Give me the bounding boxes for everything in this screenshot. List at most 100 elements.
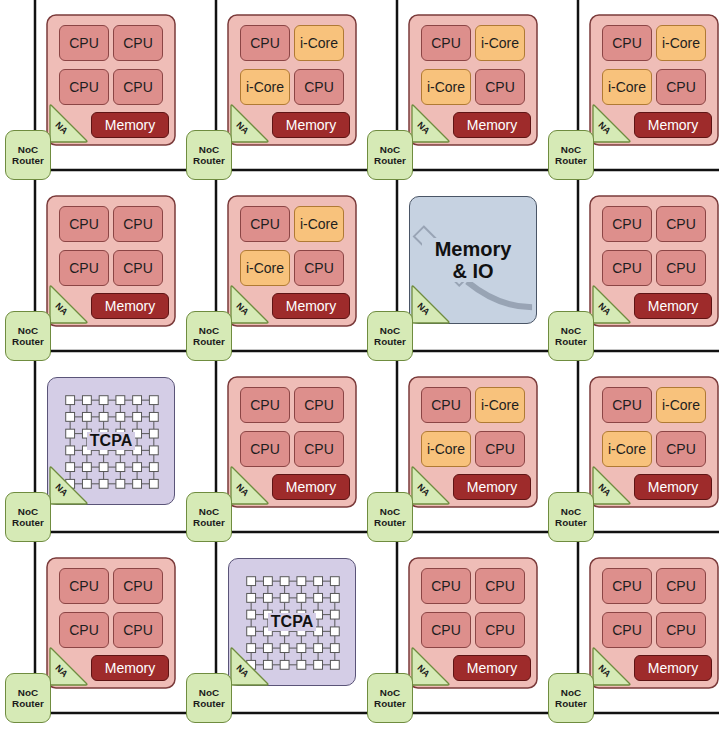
- node-label: CPU: [612, 260, 642, 276]
- wire-stub: [577, 0, 580, 131]
- na-triangle: [230, 103, 270, 143]
- processing-element: [314, 577, 323, 586]
- pe-link: [103, 405, 104, 413]
- processing-element: [314, 660, 323, 669]
- na-triangle: [49, 465, 89, 505]
- node-label: CPU: [485, 578, 515, 594]
- pe-link: [284, 586, 285, 594]
- memory-block: Memory: [91, 655, 169, 681]
- tile-box: [590, 558, 718, 688]
- plug-cable: [467, 282, 532, 308]
- cpu-core: CPU: [421, 387, 471, 423]
- pe-link: [256, 597, 264, 598]
- cpu-core: CPU: [475, 612, 525, 648]
- network-adapter: NA: [411, 465, 451, 505]
- pe-link: [323, 597, 331, 598]
- na-triangle: [411, 646, 451, 686]
- tile-box: [228, 196, 356, 326]
- noc-router: NoC Router: [367, 311, 413, 361]
- noc-router: NoC Router: [5, 673, 51, 723]
- tile-box: [590, 15, 718, 145]
- pe-link: [91, 483, 99, 484]
- wire-stub: [593, 169, 719, 172]
- node-label: CPU: [431, 622, 461, 638]
- node-label: Memory: [286, 479, 337, 495]
- noc-router: NoC Router: [548, 130, 594, 180]
- pe-link: [153, 405, 154, 413]
- cpu-core: CPU: [475, 568, 525, 604]
- na-triangle: [230, 465, 270, 505]
- node-label: TCPA: [268, 613, 316, 631]
- noc-router: NoC Router: [548, 492, 594, 542]
- node-label: Memory: [467, 660, 518, 676]
- pe-link: [103, 421, 104, 429]
- noc-link: [34, 361, 37, 492]
- pe-link: [142, 450, 150, 451]
- cpu-core: CPU: [59, 250, 109, 286]
- pe-link: [120, 455, 121, 463]
- pe-link: [323, 664, 331, 665]
- memory-block: Memory: [453, 655, 531, 681]
- pe-link: [86, 472, 87, 480]
- pe-link: [142, 416, 150, 417]
- cpu-core: CPU: [421, 25, 471, 61]
- pe-link: [251, 602, 252, 610]
- node-label: CPU: [666, 79, 696, 95]
- noc-link: [413, 531, 548, 534]
- node-label: CPU: [612, 35, 642, 51]
- processing-element: [297, 577, 306, 586]
- i-core: i-Core: [475, 387, 525, 423]
- na-shape: [231, 105, 268, 142]
- processing-element: [297, 593, 306, 602]
- processing-element: [330, 644, 339, 653]
- processing-element: [263, 593, 272, 602]
- pe-link: [75, 450, 83, 451]
- i-core: i-Core: [602, 69, 652, 105]
- pe-link: [108, 467, 116, 468]
- noc-router: NoC Router: [186, 673, 232, 723]
- i-core: i-Core: [240, 69, 290, 105]
- cpu-core: CPU: [475, 431, 525, 467]
- processing-element: [149, 463, 158, 472]
- node-label: CPU: [304, 79, 334, 95]
- cpu-core: CPU: [294, 250, 344, 286]
- pe-link: [323, 581, 331, 582]
- pe-link: [267, 653, 268, 661]
- i-core: i-Core: [421, 69, 471, 105]
- pe-link: [323, 631, 331, 632]
- pe-link: [289, 631, 297, 632]
- pe-link: [91, 416, 99, 417]
- node-label: Memory: [648, 479, 699, 495]
- node-label: Memory: [467, 117, 518, 133]
- pe-link: [256, 648, 264, 649]
- pe-link: [318, 653, 319, 661]
- node-label: NoC Router: [368, 325, 412, 348]
- noc-link: [34, 542, 37, 673]
- node-label: CPU: [250, 441, 280, 457]
- processing-element: [66, 463, 75, 472]
- pe-link: [125, 416, 133, 417]
- wire-stub: [34, 0, 37, 131]
- pe-link: [272, 648, 280, 649]
- memory-block: Memory: [91, 293, 169, 319]
- cpu-core: CPU: [475, 69, 525, 105]
- noc-router: NoC Router: [367, 130, 413, 180]
- pe-link: [153, 472, 154, 480]
- node-label: CPU: [250, 397, 280, 413]
- cpu-core: CPU: [656, 431, 706, 467]
- noc-router: NoC Router: [5, 130, 51, 180]
- noc-link: [232, 531, 367, 534]
- pe-link: [137, 421, 138, 429]
- node-label: CPU: [666, 260, 696, 276]
- pe-link: [306, 631, 314, 632]
- processing-element: [133, 412, 142, 421]
- processing-element: [99, 479, 108, 488]
- node-label: i-Core: [427, 79, 465, 95]
- network-adapter: NA: [49, 103, 89, 143]
- pe-link: [108, 400, 116, 401]
- pe-link: [142, 483, 150, 484]
- node-label: Memory: [648, 298, 699, 314]
- pe-link: [318, 636, 319, 644]
- pe-link: [284, 602, 285, 610]
- cpu-core: CPU: [59, 206, 109, 242]
